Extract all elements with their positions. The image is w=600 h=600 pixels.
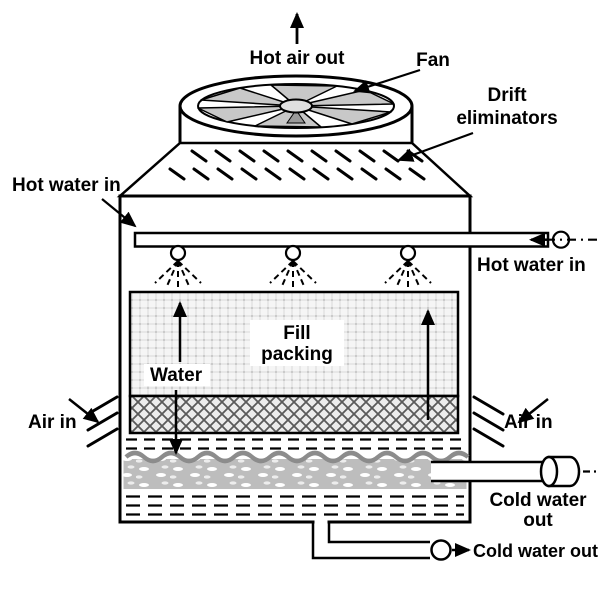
air-in-left-label: Air in xyxy=(28,412,77,433)
hot-water-in-left-callout: Hot water in xyxy=(12,175,137,228)
fan-icon xyxy=(197,84,395,128)
spray-jets xyxy=(154,260,202,288)
drift-eliminator-slats xyxy=(168,149,426,181)
fill-packing-label-line1: Fill xyxy=(283,323,310,344)
drift-eliminators-label-line2: eliminators xyxy=(456,108,557,129)
fill-packing-label-line2: packing xyxy=(261,344,333,365)
plenum-cone xyxy=(116,141,474,198)
drift-pointer-arrow-icon xyxy=(397,131,474,162)
fan-callout: Fan xyxy=(353,50,450,94)
water-label-group: Water xyxy=(144,363,210,389)
fan-pointer-arrow-icon xyxy=(353,68,421,94)
spray-jets xyxy=(384,260,432,288)
nozzle xyxy=(169,244,187,262)
valve-icon xyxy=(430,539,452,561)
cold-water-out-side-label-line1: Cold water xyxy=(489,490,587,511)
air-inlet-left: Air in xyxy=(28,395,119,448)
fan-blade xyxy=(200,87,297,107)
wall-gap xyxy=(314,519,328,525)
cold-water-out-side-label-line2: out xyxy=(523,510,553,531)
fan-hub-support xyxy=(286,109,306,124)
air-in-right-label: Air in xyxy=(504,412,553,433)
outlet-pipe-body xyxy=(431,462,549,481)
bottom-pipe-inner xyxy=(327,522,430,544)
drift-eliminators-callout: Drift eliminators xyxy=(397,85,558,162)
fan-hub xyxy=(279,98,313,114)
basin-bottom-dashes xyxy=(126,495,464,516)
spray-nozzle-icon xyxy=(154,244,202,288)
air-flow-arrows xyxy=(169,301,435,455)
cold-water-bottom-outlet: Cold water out xyxy=(311,519,598,561)
water-basin xyxy=(123,438,470,516)
fill-label-backdrop xyxy=(250,320,344,366)
hot-water-in-left-label: Hot water in xyxy=(12,175,121,196)
splash-fill-band xyxy=(128,394,460,435)
nozzle xyxy=(399,244,417,262)
hot-water-pipe xyxy=(133,231,550,248)
air-inlet-right: Air in xyxy=(472,395,553,448)
louver-slats xyxy=(472,395,505,448)
water-surface-wave xyxy=(124,450,470,464)
fan-blade xyxy=(295,105,392,125)
drift-eliminators-label-line1: Drift xyxy=(487,85,527,106)
air-in-arrow-icon xyxy=(68,398,100,424)
fan-blade xyxy=(197,105,297,123)
spray-jets xyxy=(269,260,317,288)
nozzle xyxy=(284,244,302,262)
spray-nozzle-icon xyxy=(269,244,317,288)
air-in-arrow-icon xyxy=(517,398,549,424)
hot-air-out-callout: Hot air out xyxy=(250,12,346,69)
hot-air-out-label: Hot air out xyxy=(250,48,346,69)
fan-blade xyxy=(270,84,338,107)
hot-water-in-right-label: Hot water in xyxy=(477,255,586,276)
hot-water-pointer-arrow-icon xyxy=(101,198,137,228)
hot-water-distribution xyxy=(133,230,597,288)
fan-drum xyxy=(178,106,414,143)
pump-icon xyxy=(539,455,559,488)
water-label: Water xyxy=(150,365,203,386)
fan-blade xyxy=(295,89,395,107)
cold-water-out-bottom-label: Cold water out xyxy=(473,541,598,561)
basin-water xyxy=(123,459,467,489)
bottom-pipe-outer xyxy=(311,522,430,560)
water-label-backdrop xyxy=(144,364,210,386)
fan-label: Fan xyxy=(416,50,450,71)
spray-nozzle-icon xyxy=(384,244,432,288)
cold-water-side-outlet: Cold water out xyxy=(431,455,598,531)
fan-assembly xyxy=(178,74,414,138)
